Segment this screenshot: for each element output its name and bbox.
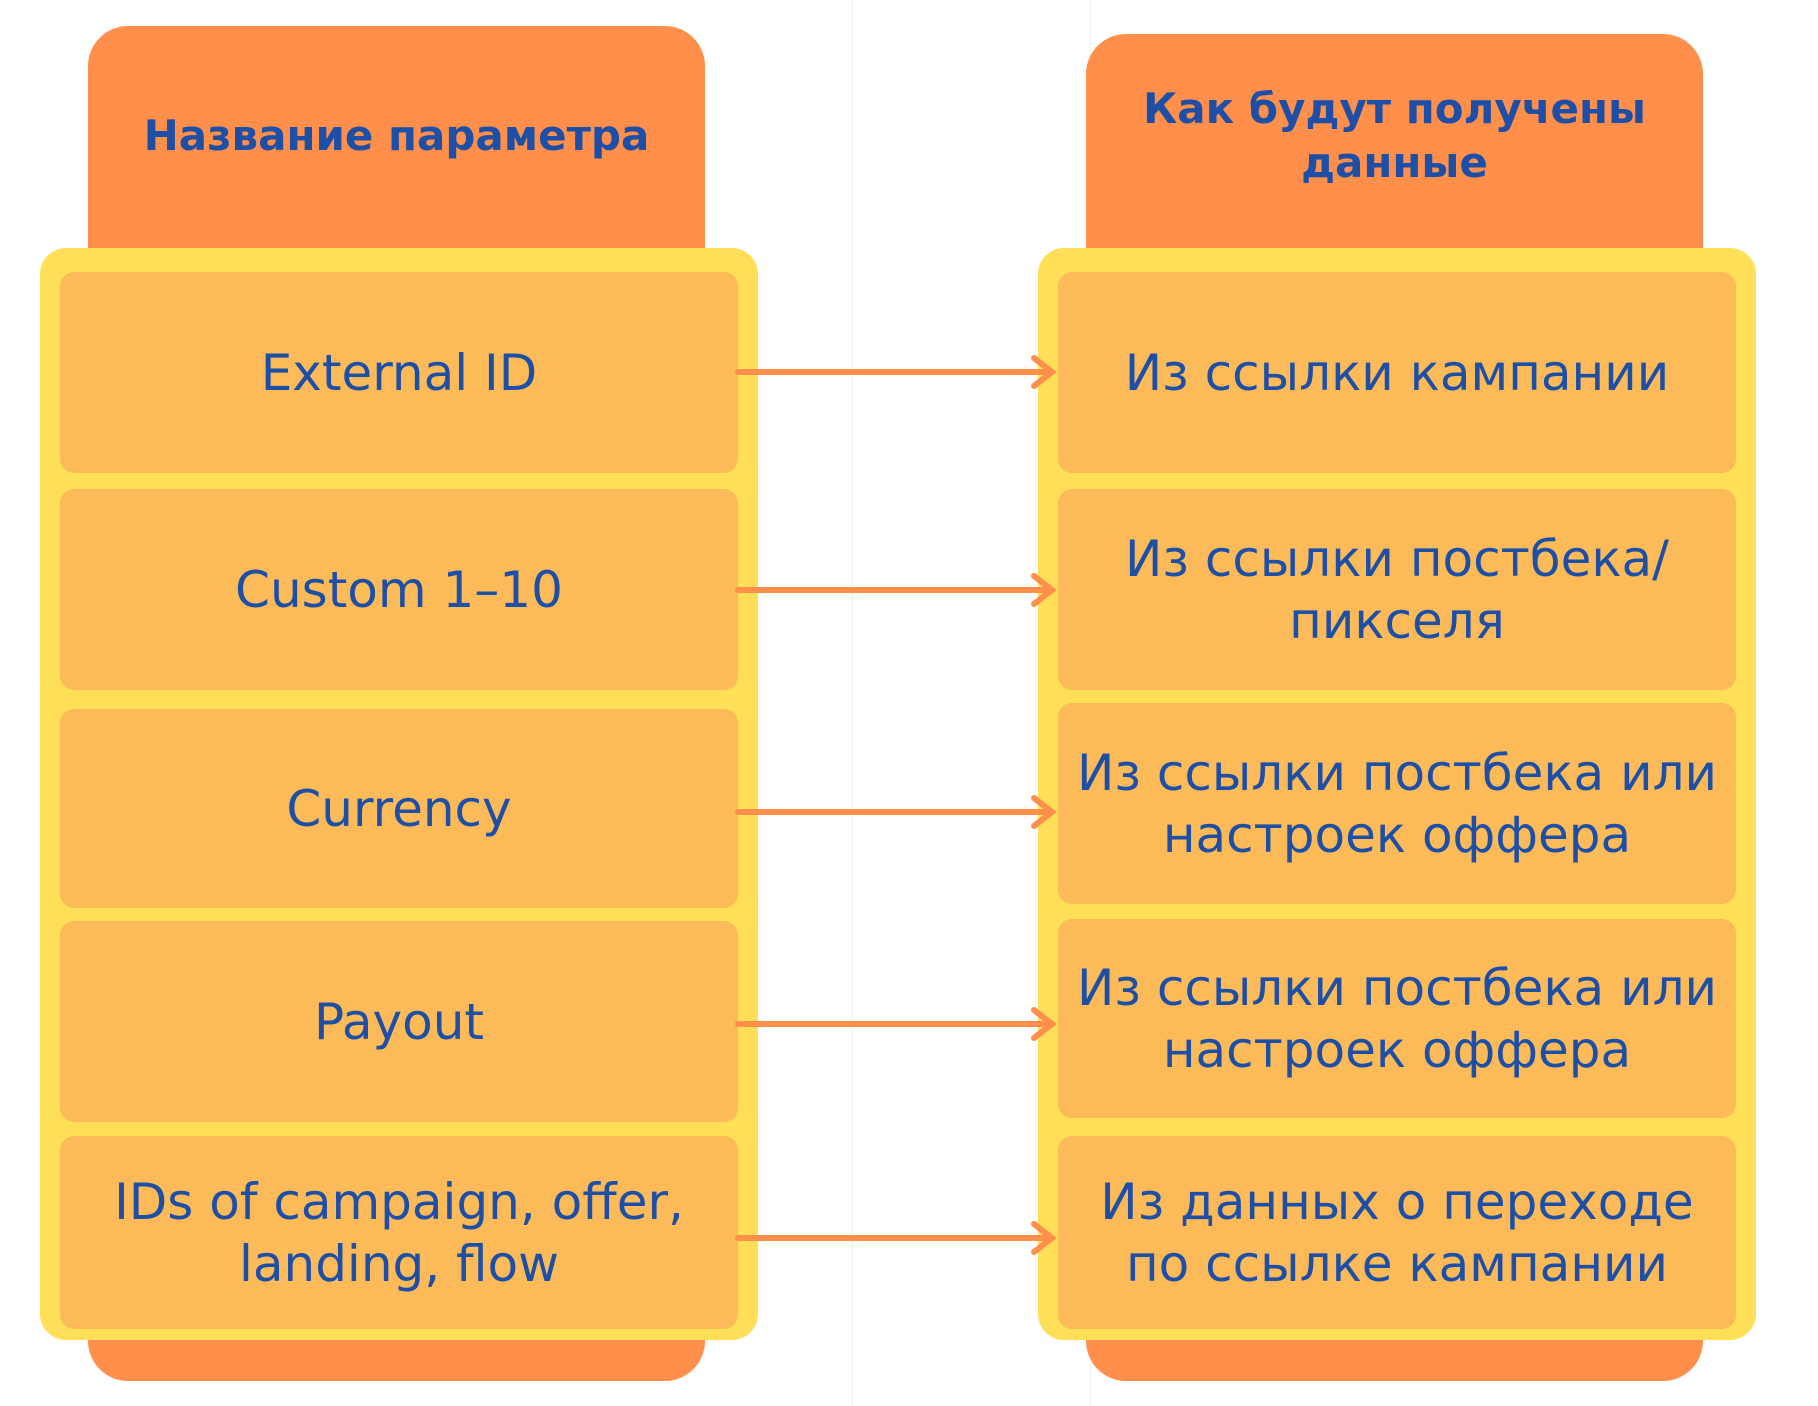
parameter-label-1: External ID: [260, 343, 538, 402]
source-label-3: Из ссылки постбека или настроек оффера: [1076, 743, 1718, 864]
arrow-3: [735, 795, 1057, 829]
parameter-label-5: IDs of campaign, offer, landing, flow: [114, 1172, 684, 1293]
parameter-column: Название параметра External ID Custom 1–…: [40, 26, 758, 1381]
source-label-1: Из ссылки кампании: [1124, 343, 1670, 402]
source-cell-2: Из ссылки постбека/ пикселя: [1058, 489, 1736, 690]
parameter-cell-3: Currency: [60, 709, 738, 908]
arrow-2: [735, 573, 1057, 607]
source-cell-3: Из ссылки постбека или настроек оффера: [1058, 703, 1736, 904]
guide-line-left: [852, 0, 853, 1406]
source-cell-4: Из ссылки постбека или настроек оффера: [1058, 919, 1736, 1118]
source-label-4: Из ссылки постбека или настроек оффера: [1076, 958, 1718, 1079]
parameter-label-2: Custom 1–10: [235, 560, 563, 619]
parameter-label-4: Payout: [313, 992, 485, 1051]
parameter-cell-4: Payout: [60, 921, 738, 1122]
arrow-4: [735, 1007, 1057, 1041]
source-label-5: Из данных о переходе по ссылке кампании: [1100, 1172, 1694, 1293]
source-column-header: Как будут получены данные: [1142, 84, 1647, 187]
parameter-column-header: Название параметра: [143, 111, 650, 160]
arrow-5: [735, 1221, 1057, 1255]
source-column: Как будут получены данные Из ссылки камп…: [1038, 26, 1756, 1381]
parameter-cell-5: IDs of campaign, offer, landing, flow: [60, 1136, 738, 1329]
source-label-2: Из ссылки постбека/ пикселя: [1124, 529, 1670, 650]
parameter-label-3: Currency: [286, 779, 512, 838]
arrow-1: [735, 355, 1057, 389]
source-cell-1: Из ссылки кампании: [1058, 272, 1736, 473]
source-cell-5: Из данных о переходе по ссылке кампании: [1058, 1136, 1736, 1329]
parameter-cell-2: Custom 1–10: [60, 489, 738, 690]
parameter-cell-1: External ID: [60, 272, 738, 473]
